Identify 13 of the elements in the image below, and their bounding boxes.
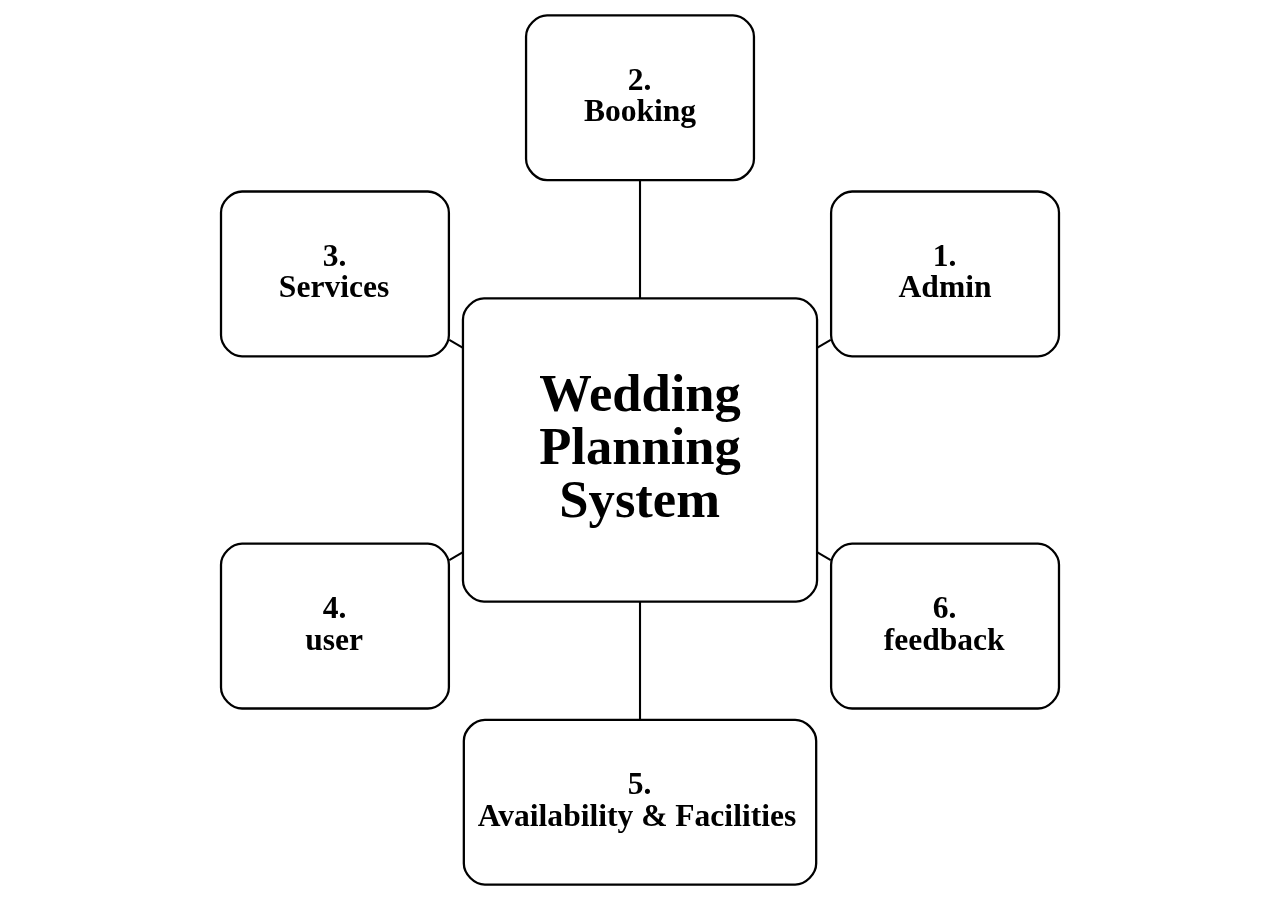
- connector: [638, 601, 642, 720]
- node-box: 2. Booking: [524, 14, 756, 182]
- connector: [816, 339, 832, 349]
- node-box: 5. Availability & Facilities: [462, 718, 818, 886]
- node-box: Wedding Planning System: [461, 297, 819, 603]
- node-box: 1. Admin: [829, 190, 1061, 358]
- connector: [816, 551, 832, 561]
- node-box: 3. Services: [219, 190, 451, 358]
- node-box: 6. feedback: [829, 542, 1061, 710]
- connector: [448, 551, 464, 561]
- connector: [638, 180, 642, 299]
- connector: [448, 339, 464, 349]
- node-box: 4. user: [219, 542, 451, 710]
